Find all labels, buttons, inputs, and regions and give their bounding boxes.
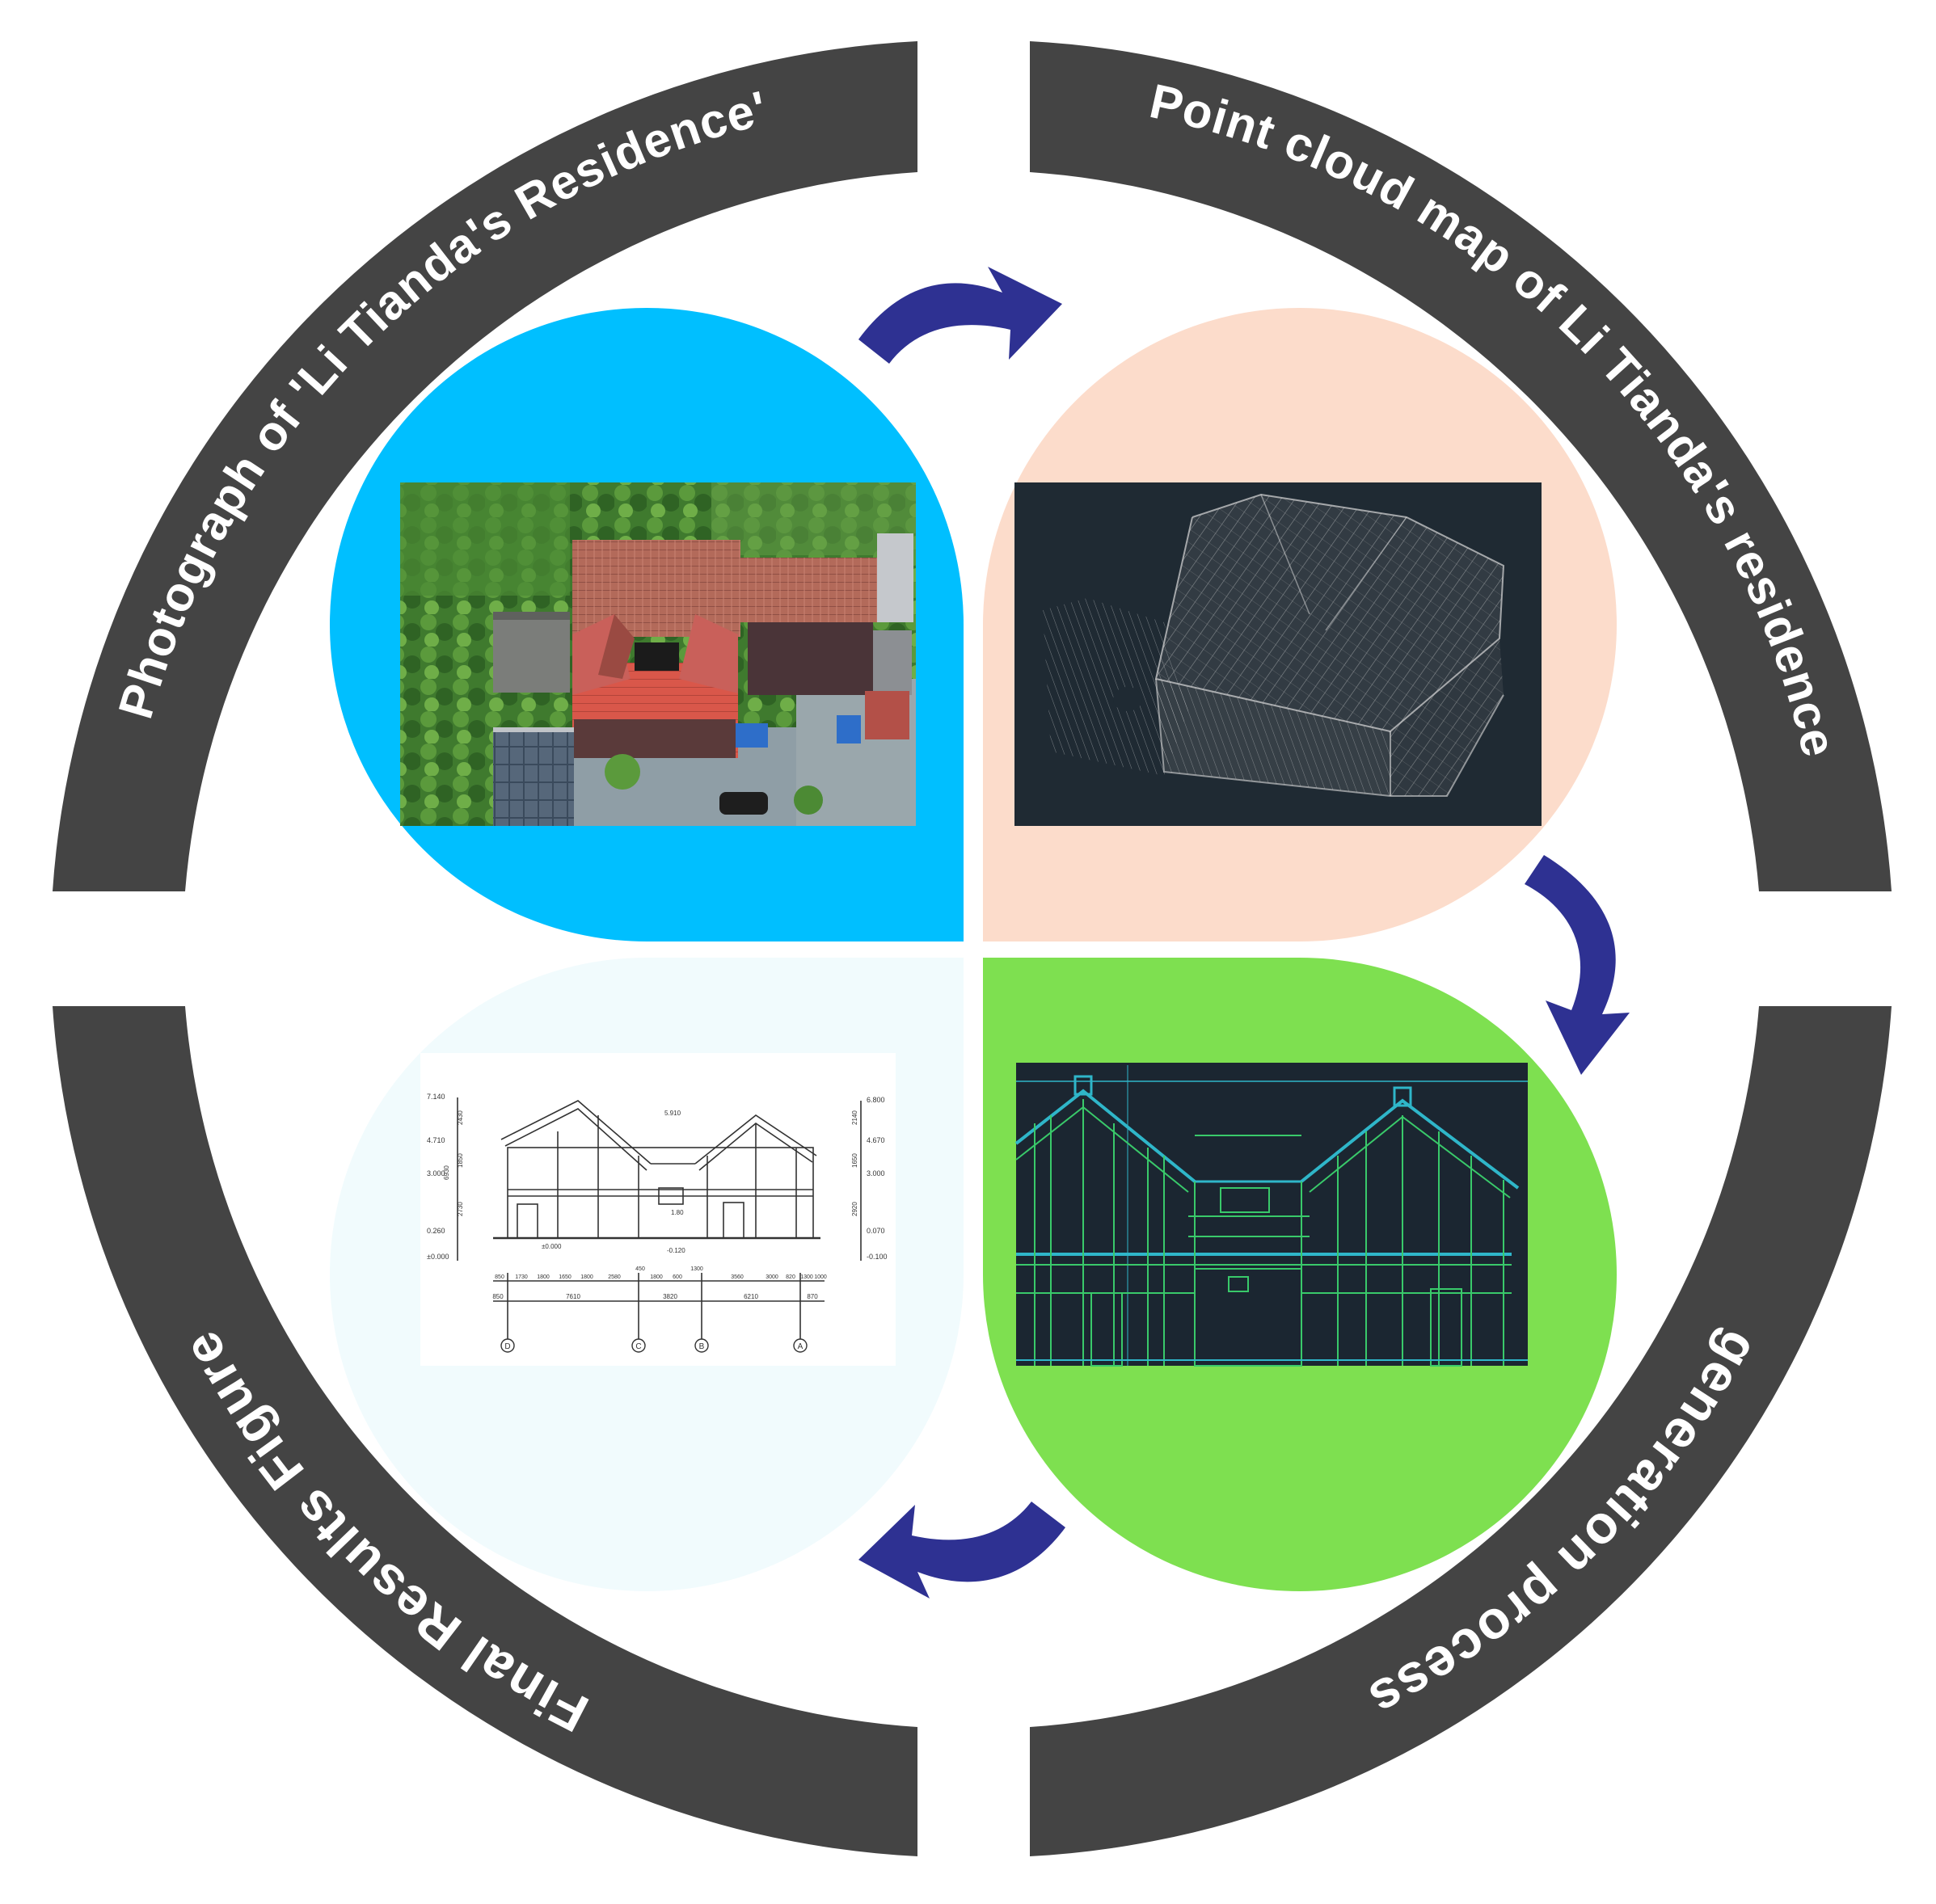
top-dim-8: 1800: [650, 1274, 663, 1280]
dim-right-2: 1650: [851, 1153, 858, 1168]
top-dim-10: 3560: [731, 1274, 744, 1280]
ring-segment-top-right: [1030, 41, 1892, 891]
aerial-photograph: [400, 482, 916, 826]
elev-right-4: 0.070: [867, 1227, 885, 1235]
elev-left-3: 3.000: [427, 1169, 445, 1177]
top-dim-3: 1800: [537, 1274, 550, 1280]
axis-label-b: B: [699, 1342, 705, 1351]
total-dim-3: 3820: [663, 1293, 677, 1300]
floor-mark-1: ±0.000: [542, 1243, 562, 1250]
floor-mark-3: 1.80: [671, 1209, 684, 1216]
top-dim-12: 3000: [766, 1274, 778, 1280]
final-section-drawing: D C B A 7.140 4.710 3.000 0.260 ±0.000 6…: [420, 1053, 896, 1366]
total-dim-5: 870: [807, 1293, 818, 1300]
dim-left-3: 2730: [457, 1202, 464, 1216]
total-dim-1: 850: [492, 1293, 504, 1300]
arrow-photo-to-pointcloud-icon: [858, 267, 1062, 364]
top-dim-11: 1300: [690, 1266, 703, 1272]
ring-segment-top-left: [53, 41, 917, 891]
arrow-pointcloud-to-cad-icon: [1525, 855, 1630, 1075]
axis-bubble-a: [793, 1338, 808, 1353]
elev-left-2: 4.710: [427, 1136, 445, 1144]
axis-label-d: D: [504, 1342, 510, 1351]
elev-right-1: 6.800: [867, 1096, 885, 1104]
elev-left-5: ±0.000: [427, 1253, 449, 1261]
elev-right-5: -0.100: [867, 1253, 888, 1261]
point-cloud-image: [1014, 482, 1542, 826]
top-dim-1: 850: [495, 1274, 504, 1280]
axis-bubble-d: [500, 1338, 515, 1353]
floor-mark-2: -0.120: [667, 1247, 685, 1254]
dim-total-left: 6930: [443, 1165, 450, 1180]
top-dim-4: 1650: [559, 1274, 572, 1280]
ring-segment-bottom-right: [1030, 1006, 1892, 1856]
dim-right-1: 2140: [851, 1110, 858, 1125]
axis-label-c: C: [635, 1342, 641, 1351]
dim-right-3: 2920: [851, 1202, 858, 1216]
axis-label-a: A: [798, 1342, 804, 1351]
arrow-cad-to-final-icon: [858, 1502, 1065, 1599]
ring-segment-bottom-left: [53, 1006, 917, 1856]
top-dim-14: 1300: [800, 1274, 813, 1280]
elev-left-4: 0.260: [427, 1227, 445, 1235]
top-dim-5: 1800: [580, 1274, 593, 1280]
top-dim-2: 1730: [515, 1274, 528, 1280]
dim-left-2: 1850: [457, 1153, 464, 1168]
total-dim-2: 7610: [566, 1293, 580, 1300]
elev-right-2: 4.670: [867, 1136, 885, 1144]
axis-bubble-b: [694, 1338, 709, 1353]
top-dim-15: 1000: [814, 1274, 827, 1280]
cad-elevation-image: [1014, 1063, 1528, 1367]
ridge-mark: 5.910: [664, 1110, 681, 1117]
top-dim-6: 2580: [608, 1274, 621, 1280]
elev-right-3: 3.000: [867, 1169, 885, 1177]
flow-arrows: [858, 267, 1630, 1599]
elev-left-1: 7.140: [427, 1093, 445, 1101]
total-dim-4: 6210: [744, 1293, 758, 1300]
top-dim-7: 450: [635, 1266, 645, 1272]
outer-ring: [53, 41, 1892, 1856]
dim-left-1: 2430: [457, 1110, 464, 1125]
top-dim-13: 820: [786, 1274, 795, 1280]
top-dim-9: 600: [673, 1274, 682, 1280]
axis-bubble-c: [631, 1338, 646, 1353]
